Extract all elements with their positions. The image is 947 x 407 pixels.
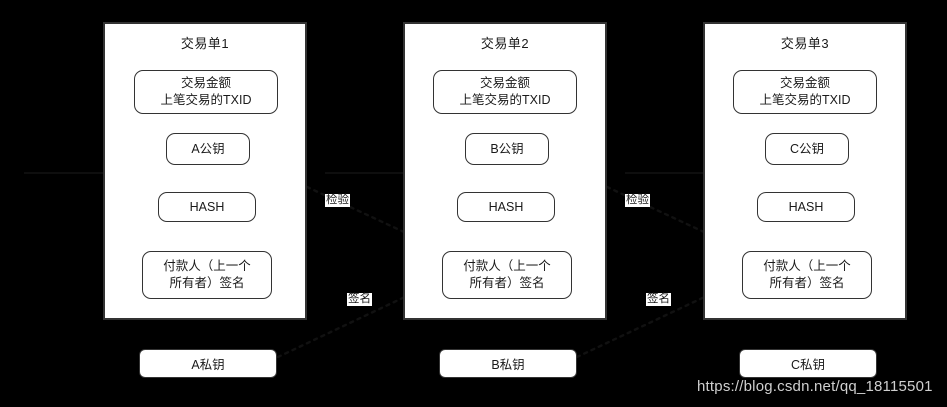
signature-box-3: 付款人（上一个 所有者）签名 (742, 251, 872, 299)
amount-txid-box-1: 交易金额 上笔交易的TXID (134, 70, 278, 114)
hash-box-1: HASH (158, 192, 256, 222)
watermark-text: https://blog.csdn.net/qq_18115501 (697, 378, 933, 395)
hash-box-3: HASH (757, 192, 855, 222)
pubkey-box-1: A公钥 (166, 133, 250, 165)
signature-box-1: 付款人（上一个 所有者）签名 (142, 251, 272, 299)
pubkey-box-3: C公钥 (765, 133, 849, 165)
private-key-box-b: B私钥 (439, 349, 577, 378)
edge-label-sign-1: 签名 (347, 293, 372, 306)
pubkey-box-2: B公钥 (465, 133, 549, 165)
transaction-title-2: 交易单2 (480, 36, 530, 51)
amount-txid-box-3: 交易金额 上笔交易的TXID (733, 70, 877, 114)
amount-txid-box-2: 交易金额 上笔交易的TXID (433, 70, 577, 114)
private-key-box-c: C私钥 (739, 349, 877, 378)
edge-label-verify-1: 检验 (325, 194, 350, 207)
transaction-title-1: 交易单1 (180, 36, 230, 51)
transaction-title-3: 交易单3 (780, 36, 830, 51)
private-key-box-a: A私钥 (139, 349, 277, 378)
edge-label-sign-2: 签名 (646, 293, 671, 306)
signature-box-2: 付款人（上一个 所有者）签名 (442, 251, 572, 299)
dotted-sign-2 (575, 275, 749, 359)
edge-label-verify-2: 检验 (625, 194, 650, 207)
hash-box-2: HASH (457, 192, 555, 222)
